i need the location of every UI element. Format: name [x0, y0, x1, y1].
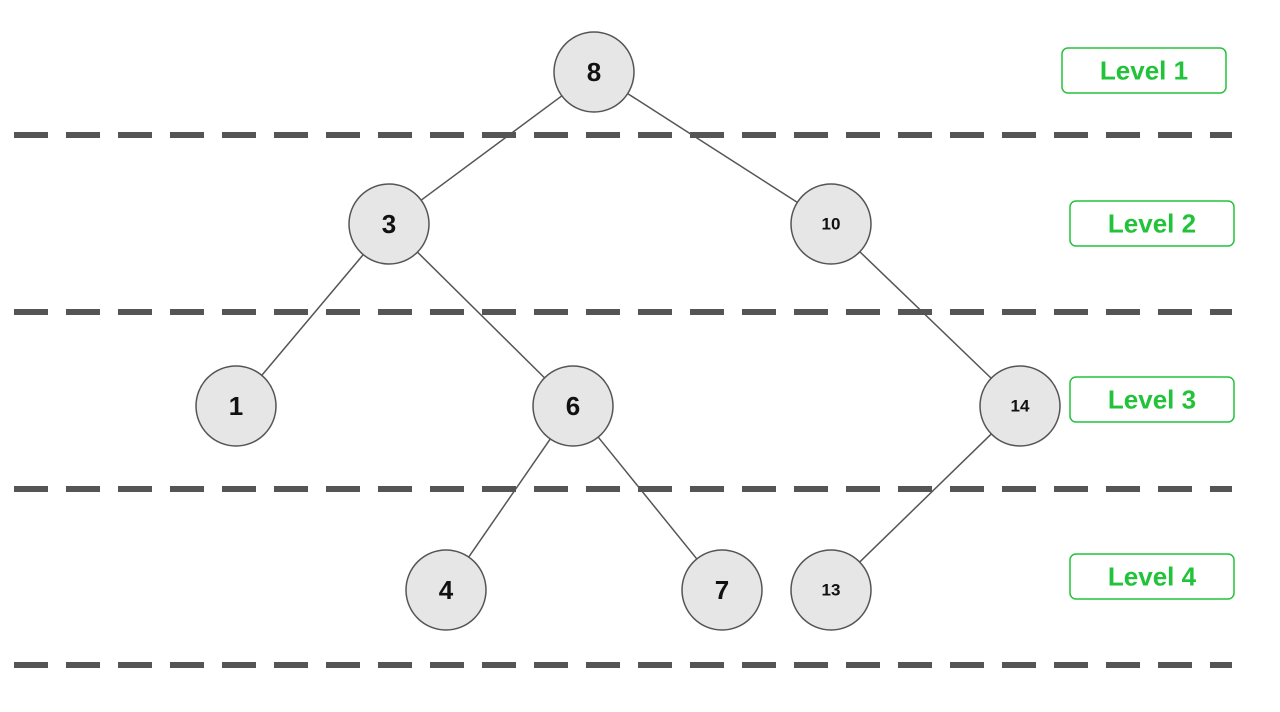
node-label: 10	[822, 215, 841, 234]
node-circle	[348, 183, 430, 265]
level-labels: Level 1 Level 2 Level 3 Level 4	[1061, 47, 1235, 600]
edge-n10-n14	[859, 251, 992, 379]
edge-n3-n1	[261, 254, 364, 376]
edge-n14-n13	[859, 433, 992, 563]
node-label: 8	[587, 57, 601, 87]
level-badge-box	[1069, 553, 1235, 600]
level-label: Level 3	[1108, 385, 1196, 415]
node-label: 4	[439, 575, 454, 605]
edge-n8-n10	[627, 92, 798, 204]
node-label: 14	[1011, 397, 1030, 416]
level-badge-4: Level 4	[1069, 553, 1235, 600]
level-label: Level 4	[1108, 562, 1197, 592]
level-badge-box	[1069, 376, 1235, 423]
tree-node-10: 10	[790, 183, 872, 265]
level-label: Level 2	[1108, 209, 1196, 239]
tree-node-14: 14	[979, 365, 1061, 447]
node-label: 13	[822, 581, 841, 600]
tree-nodes: 8 3 10 1 6 14 4 7 13	[195, 31, 1061, 631]
tree-node-13: 13	[790, 549, 872, 631]
node-circle	[979, 365, 1061, 447]
node-label: 6	[566, 391, 580, 421]
level-badge-box	[1061, 47, 1227, 94]
level-badge-box	[1069, 200, 1235, 247]
node-label: 7	[715, 575, 729, 605]
tree-node-8: 8	[553, 31, 635, 113]
node-label: 3	[382, 209, 396, 239]
tree-edges	[261, 92, 992, 563]
tree-node-4: 4	[405, 549, 487, 631]
tree-node-6: 6	[532, 365, 614, 447]
tree-node-1: 1	[195, 365, 277, 447]
edge-n8-n3	[420, 95, 563, 201]
level-badge-3: Level 3	[1069, 376, 1235, 423]
node-circle	[790, 549, 872, 631]
node-circle	[532, 365, 614, 447]
tree-node-7: 7	[681, 549, 763, 631]
level-badge-1: Level 1	[1061, 47, 1227, 94]
level-separators	[14, 132, 1232, 668]
node-circle	[790, 183, 872, 265]
level-label: Level 1	[1100, 56, 1188, 86]
node-label: 1	[229, 391, 243, 421]
node-circle	[681, 549, 763, 631]
edge-n6-n4	[468, 438, 551, 558]
node-circle	[405, 549, 487, 631]
level-badge-2: Level 2	[1069, 200, 1235, 247]
edge-n6-n7	[597, 436, 698, 560]
node-circle	[195, 365, 277, 447]
edge-n3-n6	[416, 251, 546, 379]
node-circle	[553, 31, 635, 113]
tree-node-3: 3	[348, 183, 430, 265]
